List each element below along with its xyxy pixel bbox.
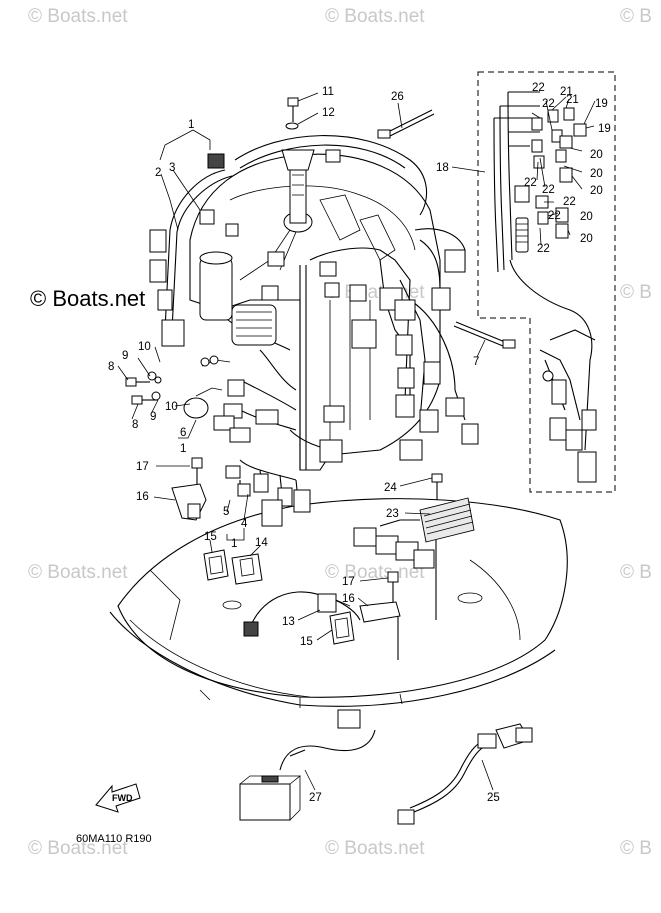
watermark-lower-center: © Boats.net — [325, 562, 425, 583]
callout-20-e: 20 — [580, 233, 593, 245]
watermark-bottom-center: © Boats.net — [325, 838, 425, 859]
bolts-8-9-10 — [125, 371, 162, 405]
callout-22-f: 22 — [548, 210, 561, 222]
callout-13: 13 — [282, 616, 295, 628]
callout-1-c: 1 — [231, 538, 237, 550]
watermark-bottom-right: © B — [620, 838, 652, 859]
callout-19-b: 19 — [598, 123, 611, 135]
callout-26: 26 — [391, 91, 404, 103]
cable-tie-7 — [453, 321, 516, 349]
callout-17-a: 17 — [136, 461, 149, 473]
callout-23: 23 — [386, 508, 399, 520]
callout-22-b: 22 — [542, 98, 555, 110]
callout-9-a: 9 — [122, 350, 128, 362]
callout-4: 4 — [241, 518, 248, 530]
callout-9-b: 9 — [150, 411, 156, 423]
callout-7: 7 — [473, 356, 479, 368]
fwd-arrow-icon: FWD — [95, 783, 141, 813]
watermark-top-center: © Boats.net — [325, 6, 425, 27]
callout-20-d: 20 — [580, 211, 593, 223]
diagram-code: 60MA110 R190 — [76, 833, 152, 845]
bolt-11-washer-12 — [285, 97, 299, 130]
bottom-cowling — [109, 498, 568, 708]
callout-12: 12 — [322, 107, 335, 119]
callout-17-b: 17 — [342, 576, 355, 588]
watermark-lower-left: © Boats.net — [28, 562, 128, 583]
callout-5: 5 — [223, 506, 229, 518]
callout-16-b: 16 — [342, 593, 355, 605]
callout-24: 24 — [384, 482, 397, 494]
watermark-main: © Boats.net — [30, 286, 146, 311]
bracket-16-right — [359, 571, 401, 660]
callout-10-b: 10 — [165, 401, 178, 413]
grommets-14-15 — [203, 549, 355, 645]
wire-13 — [243, 591, 361, 637]
inset-harness-18 — [477, 71, 616, 493]
callout-11: 11 — [322, 86, 334, 98]
watermark-top-left: © Boats.net — [28, 6, 128, 27]
callout-22-c: 22 — [524, 177, 537, 189]
callout-3: 3 — [169, 162, 175, 174]
callout-22-e: 22 — [563, 196, 576, 208]
rectifier-regulator-23 — [353, 473, 475, 620]
extension-harness-25 — [397, 723, 533, 825]
watermark-bottom-left: © Boats.net — [28, 838, 128, 859]
callout-15-b: 15 — [300, 636, 313, 648]
callout-22-g: 22 — [537, 243, 550, 255]
callout-18: 18 — [436, 162, 449, 174]
cable-tie-26 — [377, 109, 435, 139]
callout-10-a: 10 — [138, 341, 151, 353]
callout-labels: 1 2 3 11 12 26 18 7 22 21 21 19 19 22 20… — [108, 82, 611, 804]
callout-22-a: 22 — [532, 82, 545, 94]
fwd-label: FWD — [112, 793, 133, 803]
callout-8-a: 8 — [108, 361, 114, 373]
battery-cable-27 — [239, 709, 376, 821]
callout-22-d: 22 — [542, 184, 555, 196]
callout-14: 14 — [255, 537, 268, 549]
bracket-16-left — [171, 457, 207, 521]
callout-1: 1 — [188, 119, 194, 131]
engine-block — [189, 149, 441, 471]
callout-21-b: 21 — [566, 94, 579, 106]
callout-16-a: 16 — [136, 491, 149, 503]
callout-8-b: 8 — [132, 419, 138, 431]
callout-1-b: 1 — [180, 443, 186, 455]
harness-connectors — [149, 149, 479, 527]
callout-20-c: 20 — [590, 185, 603, 197]
leader-lines — [117, 92, 596, 791]
callout-2: 2 — [155, 167, 161, 179]
callout-21-a: 21 — [560, 86, 573, 98]
callout-19-a: 19 — [595, 98, 608, 110]
callout-20-b: 20 — [590, 168, 603, 180]
watermark-lower-right: © B — [620, 562, 652, 583]
watermark-top-right: © B — [620, 6, 652, 27]
callout-15-a: 15 — [204, 531, 217, 543]
watermark-mid-right: © B — [620, 282, 652, 303]
callout-6: 6 — [180, 427, 186, 439]
callout-20-a: 20 — [590, 149, 603, 161]
callout-27: 27 — [309, 792, 322, 804]
callout-25: 25 — [487, 792, 500, 804]
